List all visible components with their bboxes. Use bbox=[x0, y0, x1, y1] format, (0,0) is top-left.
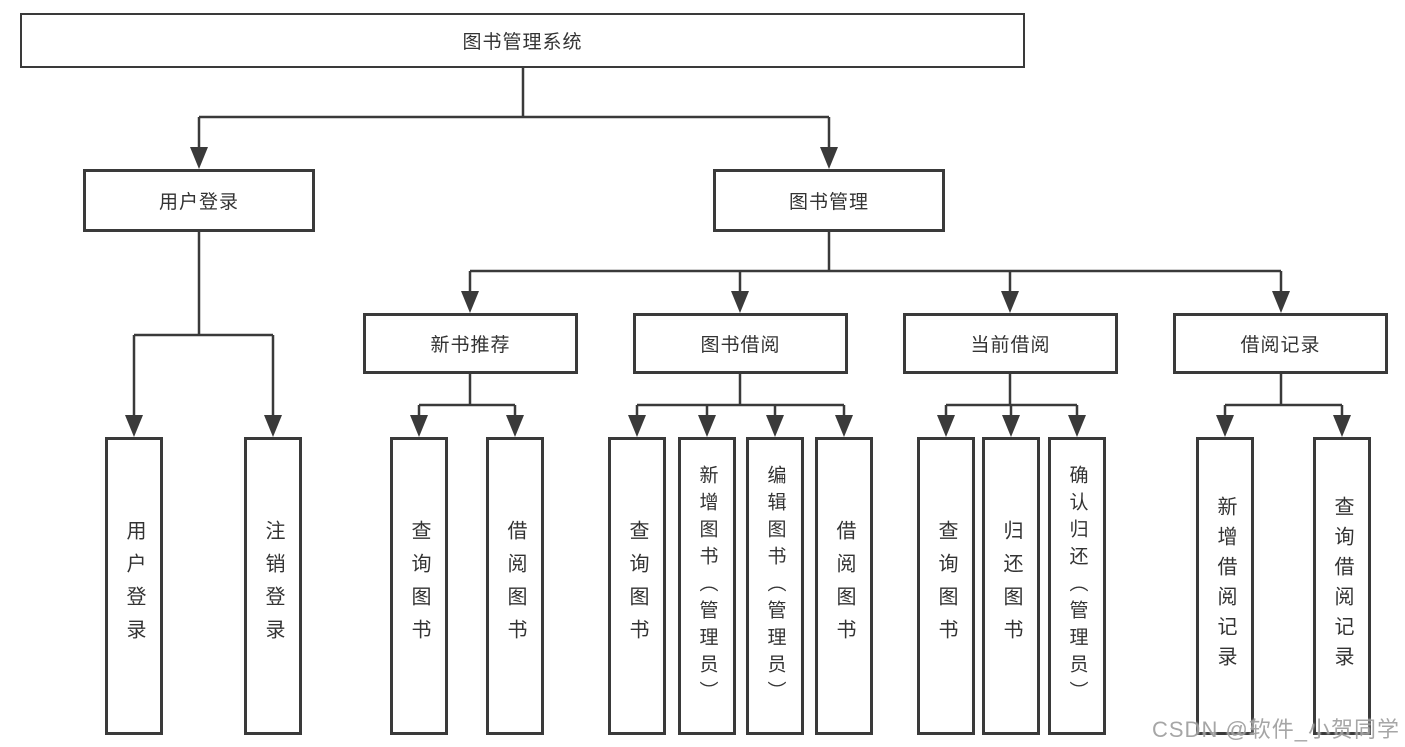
arrow-down-icon bbox=[410, 415, 428, 437]
leaf-return-books: 归还图书 bbox=[982, 437, 1040, 735]
arrow-down-icon bbox=[1216, 415, 1234, 437]
arrow-down-icon bbox=[937, 415, 955, 437]
node-label: 借阅记录 bbox=[1240, 335, 1321, 356]
leaf-edit-book-admin: 编辑图书（管理员） bbox=[746, 437, 804, 735]
arrow-down-icon bbox=[731, 291, 749, 313]
arrow-down-icon bbox=[835, 415, 853, 437]
arrow-down-icon bbox=[264, 415, 282, 437]
node-label: 查询图书 bbox=[408, 520, 430, 652]
arrow-down-icon bbox=[1068, 415, 1086, 437]
node-label: 注销登录 bbox=[262, 520, 284, 652]
leaf-query-books-newrec: 查询图书 bbox=[390, 437, 448, 735]
node-label: 查询图书 bbox=[626, 520, 648, 652]
leaf-query-books-borrow: 查询图书 bbox=[608, 437, 666, 735]
tree-branches bbox=[132, 68, 1344, 418]
node-book-borrow: 图书借阅 bbox=[633, 313, 848, 374]
leaf-user-login: 用户登录 bbox=[105, 437, 163, 735]
arrow-down-icon bbox=[698, 415, 716, 437]
arrow-down-icon bbox=[506, 415, 524, 437]
leaf-borrow-books-newrec: 借阅图书 bbox=[486, 437, 544, 735]
node-label: 新增图书（管理员） bbox=[696, 464, 718, 708]
node-borrow-records: 借阅记录 bbox=[1173, 313, 1388, 374]
arrow-down-icon bbox=[820, 147, 838, 169]
node-label: 借阅图书 bbox=[833, 520, 855, 652]
node-label: 用户登录 bbox=[158, 192, 239, 213]
leaf-add-book-admin: 新增图书（管理员） bbox=[678, 437, 736, 735]
node-label: 新增借阅记录 bbox=[1214, 496, 1236, 676]
node-label: 借阅图书 bbox=[504, 520, 526, 652]
node-book-management: 图书管理 bbox=[713, 169, 945, 232]
leaf-confirm-return-admin: 确认归还（管理员） bbox=[1048, 437, 1106, 735]
node-label: 确认归还（管理员） bbox=[1066, 464, 1088, 708]
node-label: 查询借阅记录 bbox=[1331, 496, 1353, 676]
arrow-down-icon bbox=[125, 415, 143, 437]
node-current-borrow: 当前借阅 bbox=[903, 313, 1118, 374]
arrow-down-icon bbox=[1002, 415, 1020, 437]
arrow-down-icon bbox=[1333, 415, 1351, 437]
arrowheads bbox=[125, 147, 1351, 437]
node-label: 图书管理系统 bbox=[462, 32, 583, 53]
leaf-query-books-current: 查询图书 bbox=[917, 437, 975, 735]
node-label: 图书管理 bbox=[788, 192, 869, 213]
csdn-watermark: CSDN @软件_小贺同学 bbox=[1152, 717, 1401, 742]
node-label: 用户登录 bbox=[123, 520, 145, 652]
node-new-book-recommend: 新书推荐 bbox=[363, 313, 578, 374]
node-label: 图书借阅 bbox=[700, 335, 781, 356]
arrow-down-icon bbox=[1272, 291, 1290, 313]
node-label: 归还图书 bbox=[1000, 520, 1022, 652]
arrow-down-icon bbox=[628, 415, 646, 437]
node-system-root: 图书管理系统 bbox=[20, 13, 1025, 68]
node-user-login: 用户登录 bbox=[83, 169, 315, 232]
arrow-down-icon bbox=[461, 291, 479, 313]
node-label: 当前借阅 bbox=[970, 335, 1051, 356]
node-label: 新书推荐 bbox=[430, 335, 511, 356]
leaf-borrow-books-borrow: 借阅图书 bbox=[815, 437, 873, 735]
leaf-add-borrow-record: 新增借阅记录 bbox=[1196, 437, 1254, 735]
leaf-query-borrow-record: 查询借阅记录 bbox=[1313, 437, 1371, 735]
node-label: 编辑图书（管理员） bbox=[764, 464, 786, 708]
arrow-down-icon bbox=[190, 147, 208, 169]
node-label: 查询图书 bbox=[935, 520, 957, 652]
arrow-down-icon bbox=[766, 415, 784, 437]
arrow-down-icon bbox=[1001, 291, 1019, 313]
leaf-logout: 注销登录 bbox=[244, 437, 302, 735]
